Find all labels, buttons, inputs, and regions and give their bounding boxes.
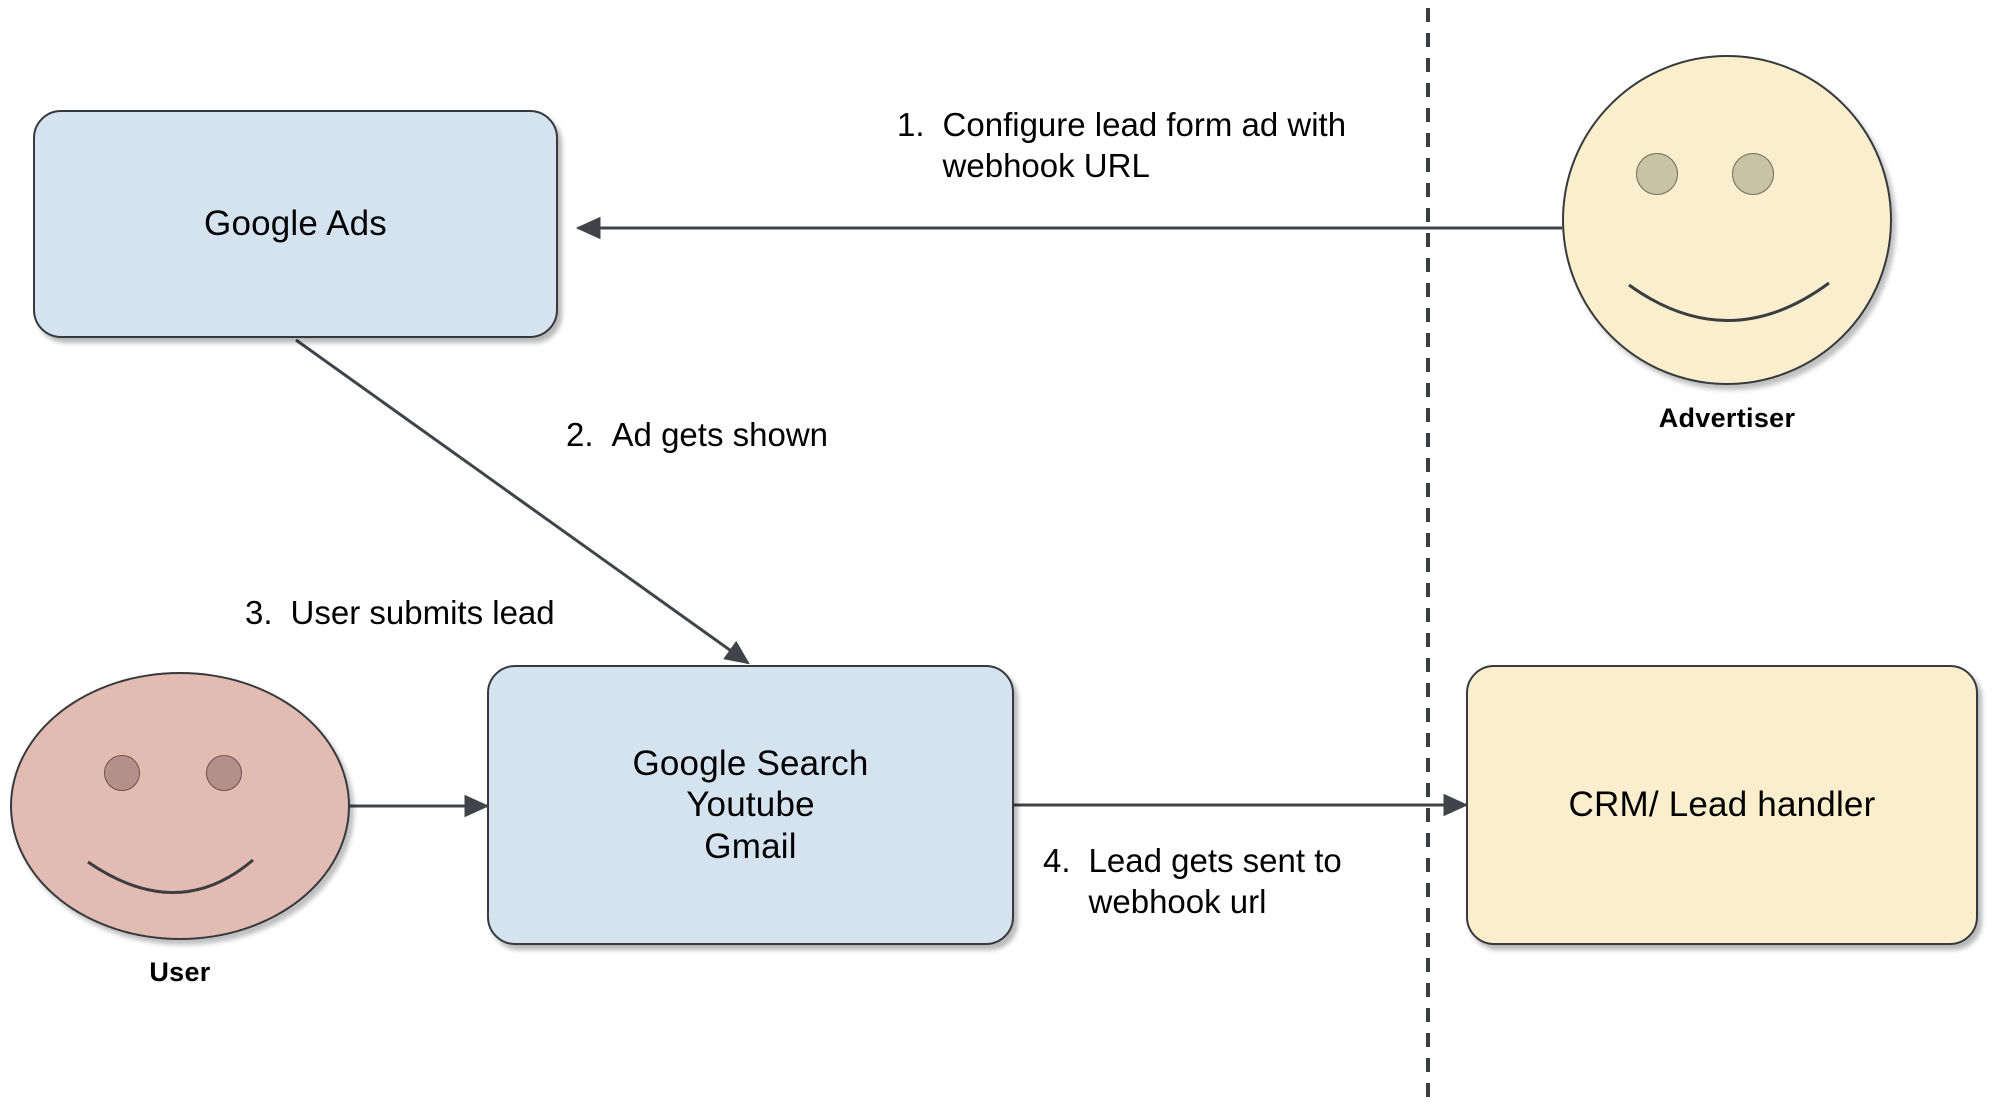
step-label-2: 2. Ad gets shown [566,414,996,455]
node-google-surfaces-label: Google Search Youtube Gmail [632,744,869,866]
node-google-surfaces[interactable]: Google Search Youtube Gmail [487,665,1014,945]
step-label-3: 3. User submits lead [245,592,645,633]
advertiser-smile-icon [1628,281,1830,322]
step-3-text: User submits lead [290,594,555,631]
step-4-text: Lead gets sent to webhook url [1088,842,1342,921]
advertiser-right-eye-icon [1732,153,1774,195]
user-left-eye-icon [104,755,140,791]
user-face-icon [10,672,350,940]
actor-advertiser-label: Advertiser [1658,403,1796,433]
node-crm-lead-handler[interactable]: CRM/ Lead handler [1466,665,1978,945]
connector-google-ads-to-surfaces [295,338,750,665]
step-2-number: 2. [566,416,594,453]
step-1-number: 1. [897,106,925,143]
step-label-1: 1. Configure lead form ad with webhook U… [897,104,1417,187]
advertiser-left-eye-icon [1636,153,1678,195]
step-1-text: Configure lead form ad with webhook URL [942,106,1347,185]
user-smile-icon [87,858,254,894]
node-crm-label: CRM/ Lead handler [1568,785,1876,825]
user-right-eye-icon [206,755,242,791]
node-google-ads-label: Google Ads [204,204,387,244]
node-google-ads[interactable]: Google Ads [33,110,558,338]
step-3-number: 3. [245,594,273,631]
advertiser-face-icon [1562,55,1892,385]
step-4-number: 4. [1043,842,1071,879]
actor-advertiser[interactable]: Advertiser [1562,55,1892,433]
actor-user-label: User [149,957,211,987]
step-label-4: 4. Lead gets sent to webhook url [1043,840,1443,923]
step-2-text: Ad gets shown [611,416,828,453]
actor-user[interactable]: User [10,672,350,987]
